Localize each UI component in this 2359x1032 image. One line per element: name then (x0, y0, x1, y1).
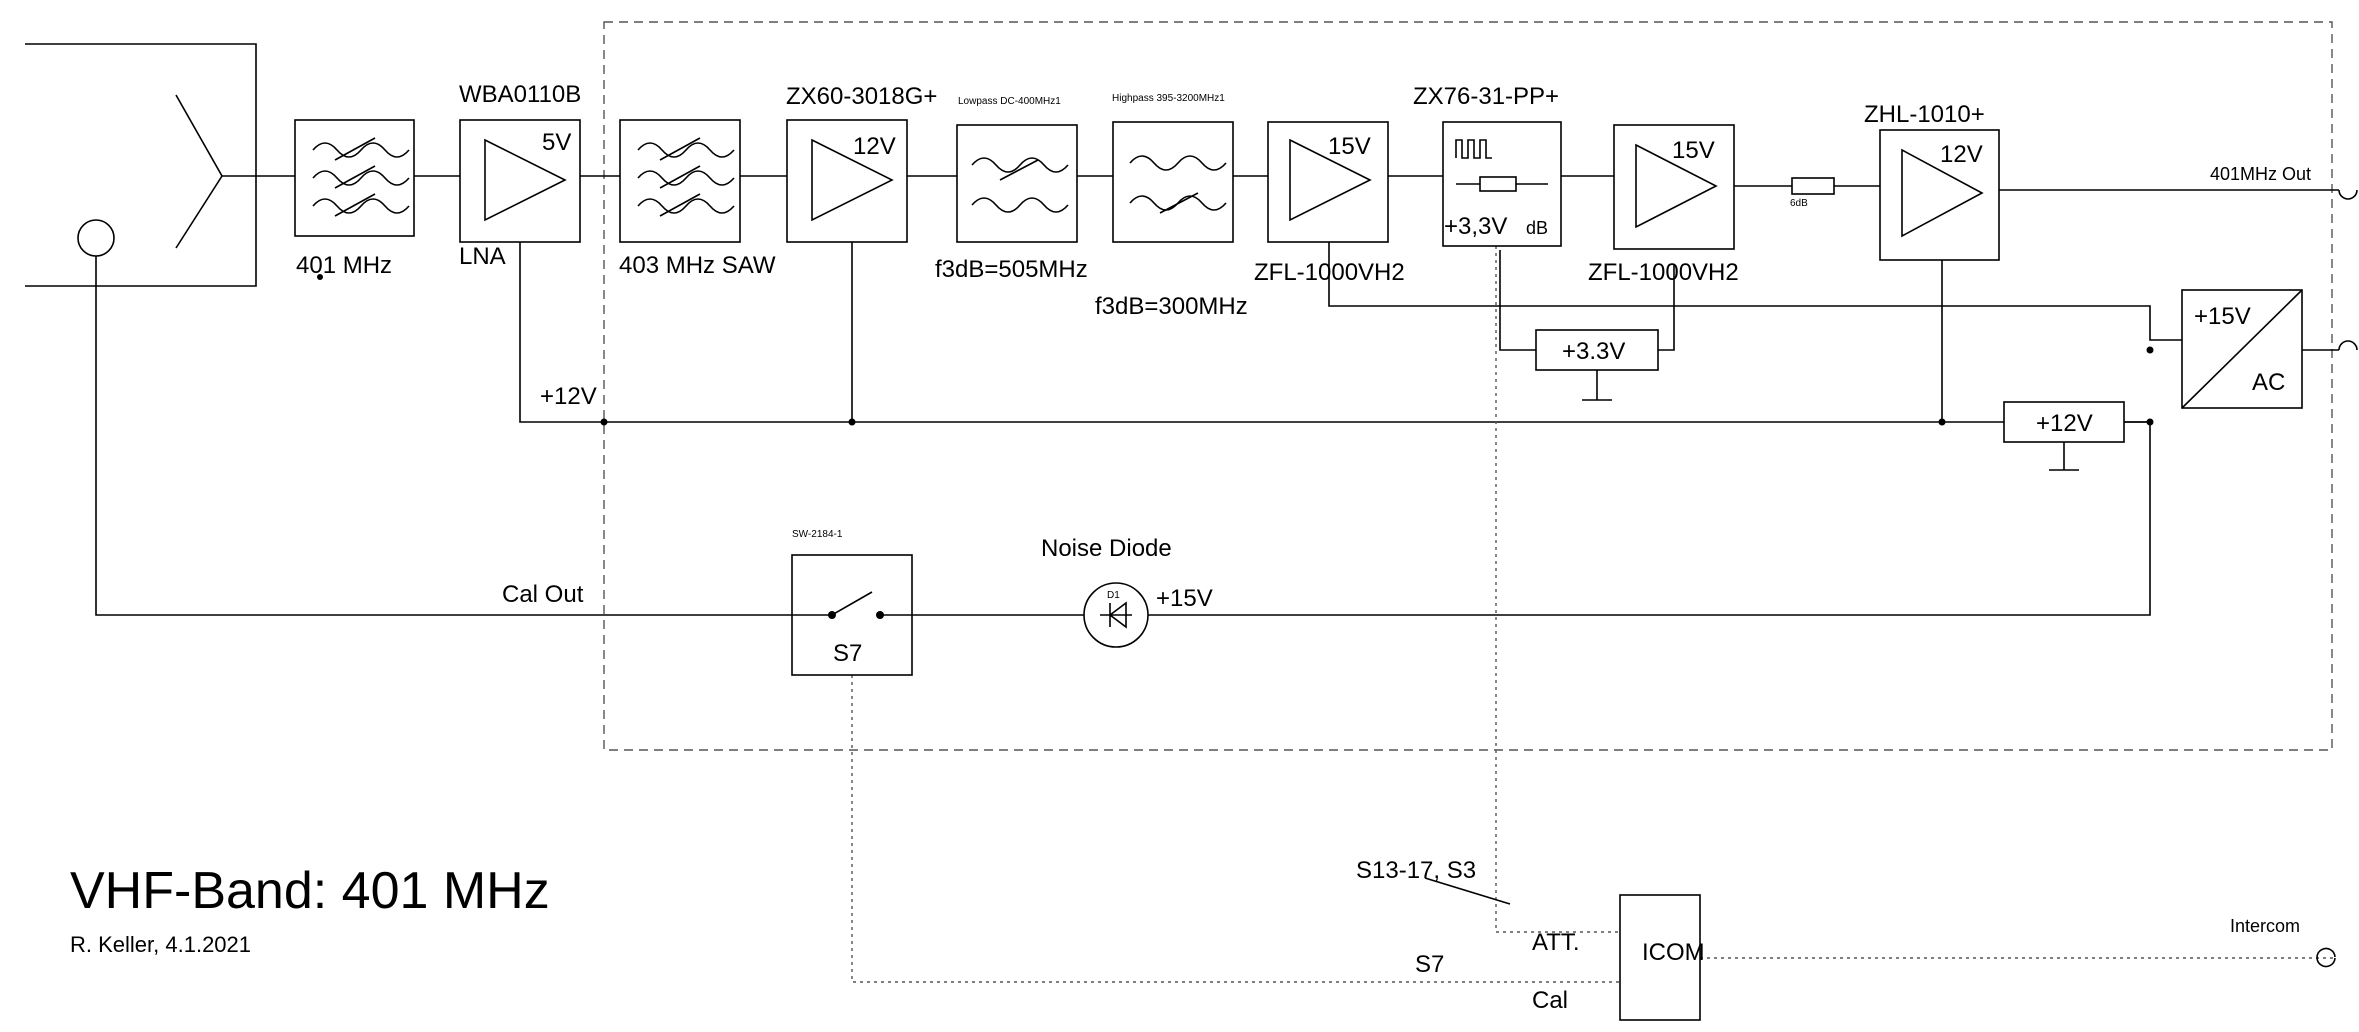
highpass-filter: Highpass 395-3200MHz1 f3dB=300MHz (1095, 93, 1248, 320)
diode-voltage: +15V (1156, 585, 1213, 612)
highpass-f3db: f3dB=300MHz (1095, 293, 1248, 320)
regulator-12v: +12V (2003, 401, 2125, 443)
switch-s7: SW-2184-1 S7 (791, 529, 913, 676)
antenna-icon (175, 94, 256, 249)
amp3-model: ZFL-1000VH2 (1588, 259, 1739, 286)
amp3: 15V ZFL-1000VH2 (1588, 124, 1739, 286)
amp4: ZHL-1010+ 12V (1864, 101, 2000, 261)
diagram-title: VHF-Band: 401 MHz (70, 862, 550, 920)
cal-out-label: Cal Out (502, 581, 584, 608)
att-voltage: +3,3V (1444, 213, 1507, 240)
amp2: 15V ZFL-1000VH2 (1254, 121, 1405, 286)
antenna-connector-icon (77, 219, 115, 257)
filter-401-label: 401 MHz (296, 252, 392, 279)
lna-voltage: 5V (542, 129, 571, 156)
psu-in-label: AC (2252, 369, 2285, 396)
diode-icon (1100, 601, 1132, 629)
lna-model: WBA0110B (459, 81, 581, 108)
amp1-model: ZX60-3018G+ (786, 83, 937, 110)
s13-label: S13-17, S3 (1356, 857, 1476, 884)
att-model: ZX76-31-PP+ (1413, 83, 1559, 110)
pad-6db: 6dB (1790, 177, 1835, 209)
amp4-model: ZHL-1010+ (1864, 101, 1985, 128)
pulse-icon (1455, 139, 1492, 159)
control-lines (851, 246, 2335, 983)
reg12-label: +12V (2036, 410, 2093, 437)
lowpass-title: Lowpass DC-400MHz1 (958, 96, 1061, 107)
icom-controller: ICOM ATT. Cal (1532, 894, 1705, 1021)
resistor-icon (1479, 176, 1517, 192)
icom-att-label: ATT. (1532, 929, 1580, 956)
amp2-model: ZFL-1000VH2 (1254, 259, 1405, 286)
saw-label: 403 MHz SAW (619, 252, 776, 279)
amp4-voltage: 12V (1940, 141, 1983, 168)
regulator-3v3: +3.3V (1535, 329, 1659, 371)
att-unit: dB (1526, 218, 1548, 238)
icom-label: ICOM (1642, 939, 1705, 966)
pad-label: 6dB (1790, 198, 1808, 209)
saw-filter: 403 MHz SAW (619, 119, 776, 279)
amp1-voltage: 12V (853, 133, 896, 160)
cal-wiring (95, 256, 1208, 616)
author-label: R. Keller, 4.1.2021 (70, 932, 251, 957)
icom-cal-label: Cal (1532, 987, 1568, 1014)
noise-diode: D1 Noise Diode +15V (1041, 535, 1213, 648)
power-supply: +15V AC (2181, 289, 2303, 409)
lowpass-f3db: f3dB=505MHz (935, 256, 1088, 283)
noise-diode-label: Noise Diode (1041, 535, 1172, 562)
power-wiring (519, 242, 2358, 616)
signal-path (256, 175, 2358, 200)
output-label: 401MHz Out (2210, 164, 2311, 184)
amp3-voltage: 15V (1672, 137, 1715, 164)
s7-label: S7 (1415, 951, 1444, 978)
amp2-voltage: 15V (1328, 133, 1371, 160)
enclosure-boundary (603, 21, 2333, 751)
switch-model: SW-2184-1 (792, 529, 843, 540)
lna-amplifier: WBA0110B 5V LNA (459, 81, 581, 270)
attenuator: ZX76-31-PP+ +3,3V dB (1413, 83, 1562, 247)
amp1: ZX60-3018G+ 12V (786, 83, 937, 243)
diode-ref: D1 (1107, 590, 1120, 601)
intercom-connector-icon (2316, 947, 2336, 968)
reg33-label: +3.3V (1562, 338, 1625, 365)
highpass-title: Highpass 395-3200MHz1 (1112, 93, 1225, 104)
antenna-panel (25, 43, 257, 287)
lowpass-filter: Lowpass DC-400MHz1 f3dB=505MHz (935, 96, 1088, 283)
intercom-label: Intercom (2230, 916, 2300, 936)
psu-out-label: +15V (2194, 303, 2251, 330)
switch-label: S7 (833, 640, 862, 667)
filter-401: 401 MHz (294, 119, 415, 280)
lna-label: LNA (459, 243, 506, 270)
rail-12v-label: +12V (540, 383, 597, 410)
